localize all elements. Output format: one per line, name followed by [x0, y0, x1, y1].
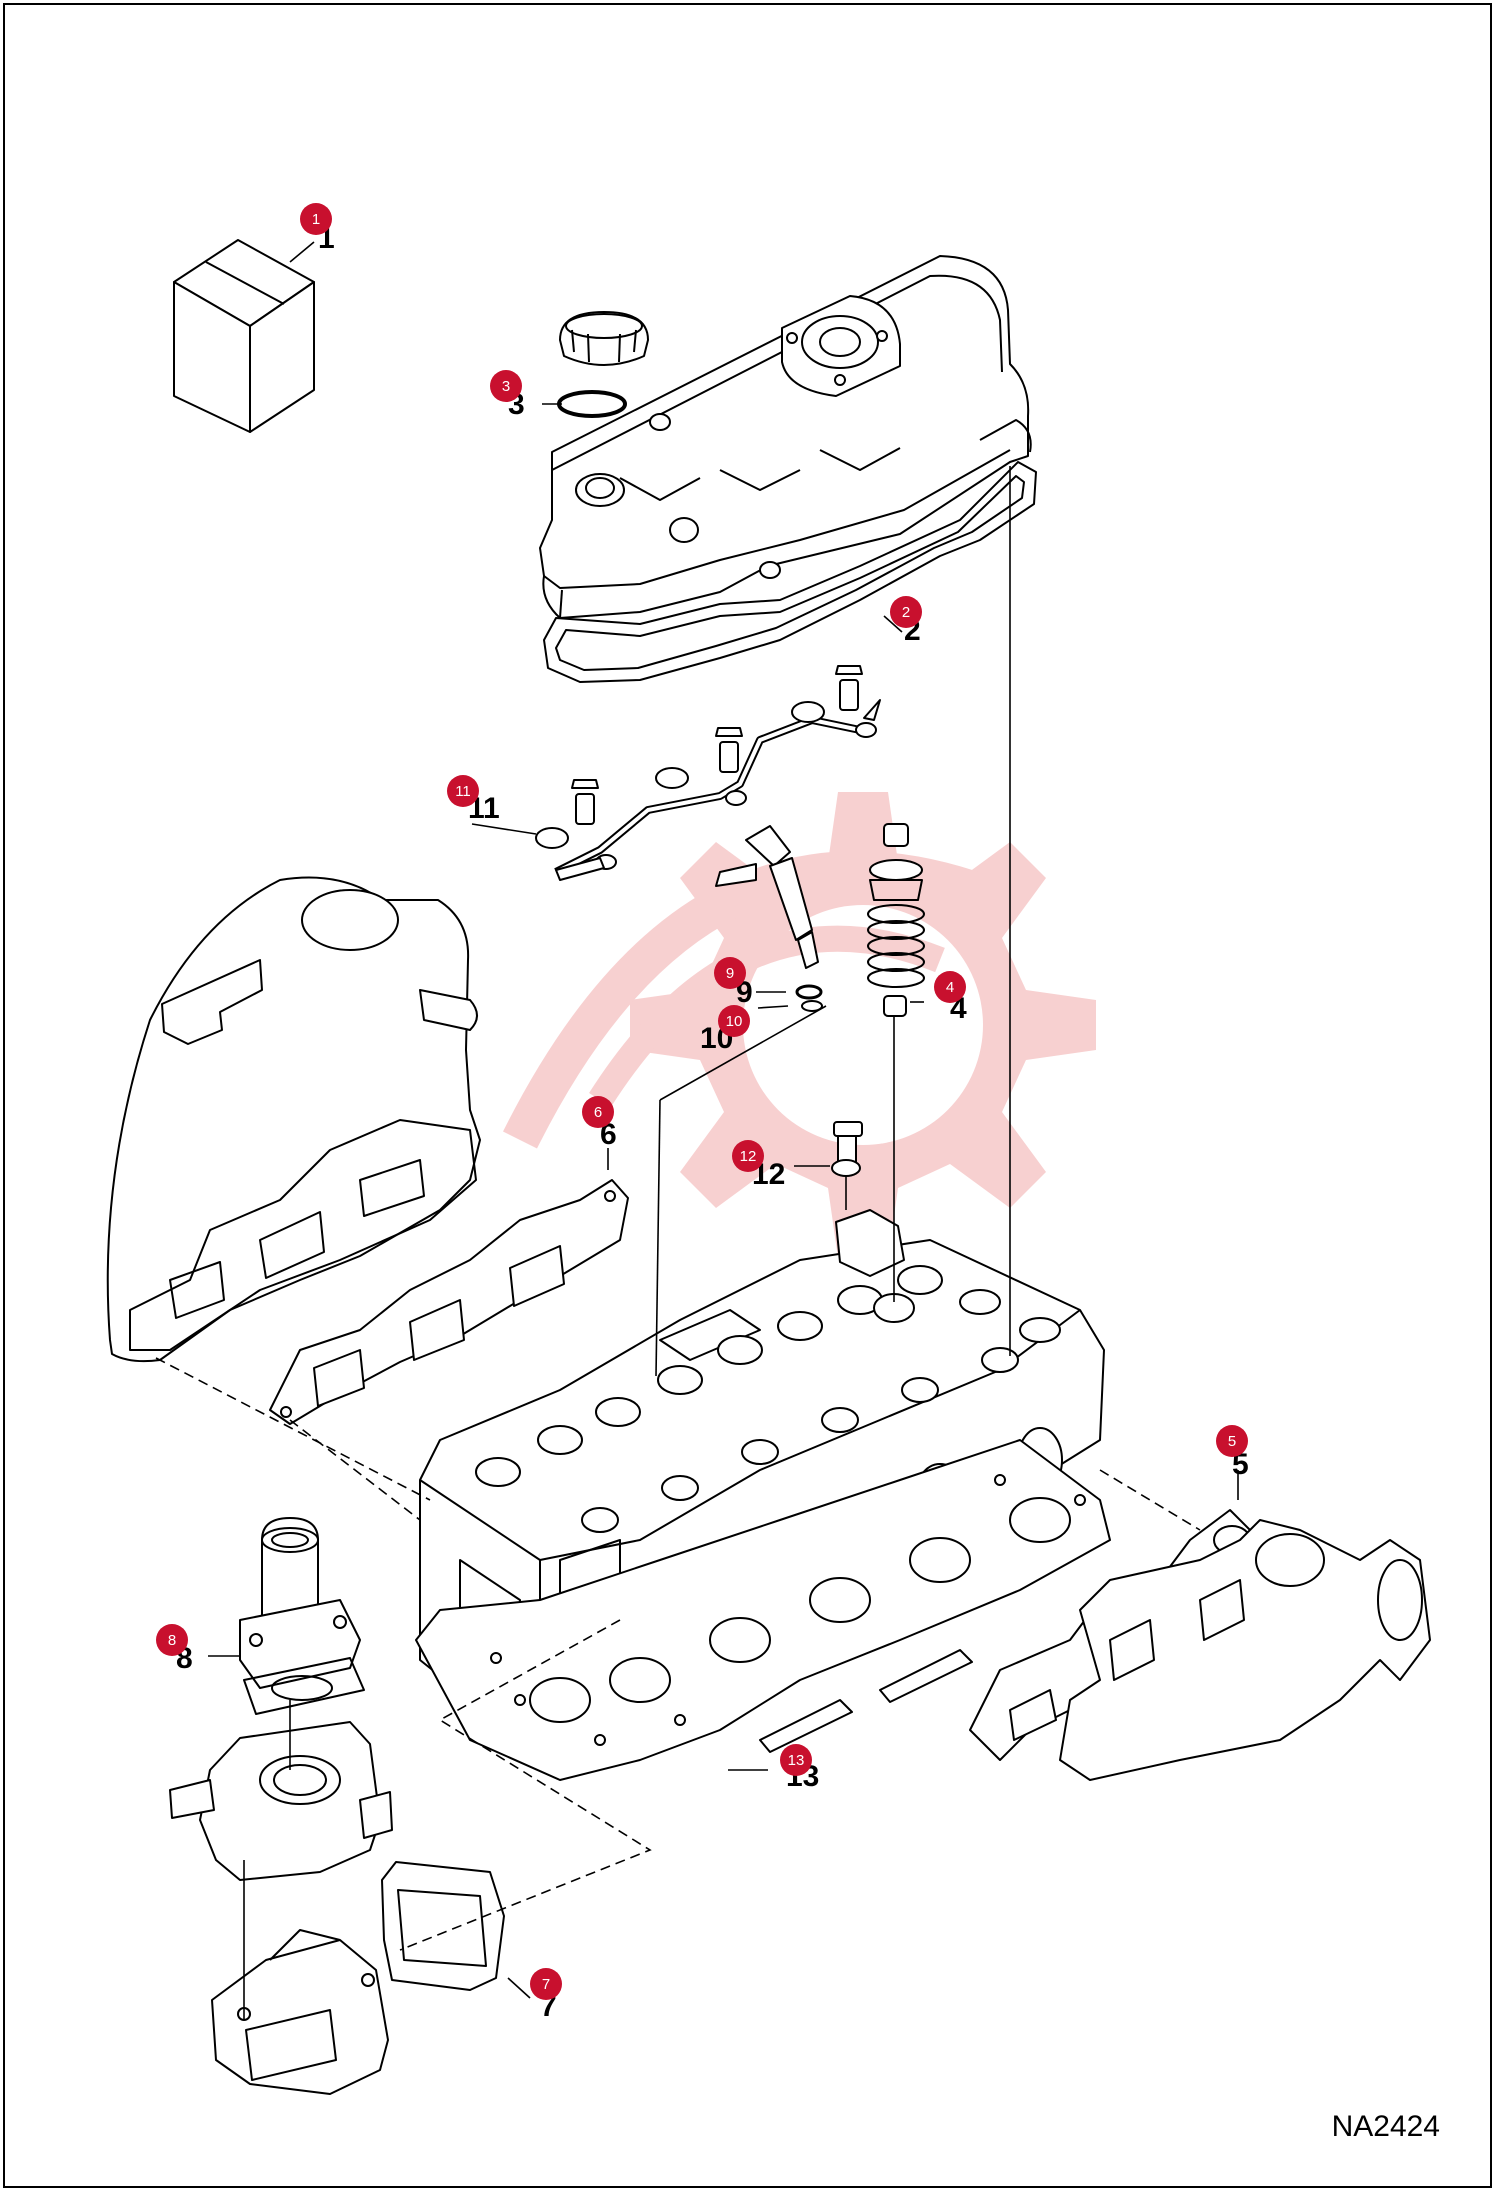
callout-badges: 1 2 3 4 5 6 7 8 9 10 11 12 13 [156, 203, 1248, 2000]
callout-9-dot [714, 957, 746, 989]
valve-cover-drawing [539, 255, 1032, 619]
callout-6-dot [582, 1096, 614, 1128]
valve-cover-gasket-drawing [543, 461, 1037, 683]
head-gasket-drawing [415, 1439, 1111, 1781]
oil-cap-o-ring [557, 390, 627, 418]
callout-3[interactable]: 3 [490, 370, 522, 402]
oil-cap-drawing [557, 311, 649, 418]
callout-4[interactable]: 4 [934, 971, 966, 1003]
exhaust-manifold-drawing [1059, 1519, 1431, 1781]
callout-12-dot [732, 1140, 764, 1172]
callout-8-dot [156, 1624, 188, 1656]
callout-10[interactable]: 10 [718, 1005, 750, 1037]
callout-7-dot [530, 1968, 562, 2000]
callout-10-dot [718, 1005, 750, 1037]
valve-spring-drawing [867, 823, 925, 1017]
guide-lines [155, 241, 1239, 2020]
intake-manifold-gasket-drawing [269, 1179, 629, 1425]
callout-3-label: 3 [502, 378, 510, 395]
callout-11-dot [447, 775, 479, 807]
intake-manifold-drawing [106, 876, 481, 1363]
callout-8[interactable]: 8 [156, 1624, 188, 1656]
callout-11[interactable]: 11 [447, 775, 479, 807]
callout-13[interactable]: 13 [780, 1744, 812, 1776]
watermark-arc-inner [589, 925, 945, 1107]
callout-1-label: 1 [312, 211, 320, 228]
callout-1-dot [300, 203, 332, 235]
callout-6[interactable]: 6 [582, 1096, 614, 1128]
callout-5[interactable]: 5 [1216, 1425, 1248, 1457]
callout-11-label: 11 [455, 783, 471, 800]
water-pump-housing-drawing [169, 1721, 393, 1881]
callout-13-dot [780, 1744, 812, 1776]
fuel-injector-drawing [715, 825, 823, 1012]
callout-7[interactable]: 7 [530, 1968, 562, 2000]
callout-7-label: 7 [542, 1976, 550, 1993]
callout-2-label: 2 [902, 604, 910, 621]
callout-10-label: 10 [726, 1013, 743, 1030]
callout-1[interactable]: 1 [300, 203, 332, 235]
callout-9[interactable]: 9 [714, 957, 746, 989]
callout-4-dot [934, 971, 966, 1003]
callout-9-label: 9 [726, 965, 734, 982]
callout-5-label: 5 [1228, 1433, 1236, 1450]
callout-6-label: 6 [594, 1104, 602, 1121]
callout-4-label: 4 [946, 979, 954, 996]
callout-12[interactable]: 12 [732, 1140, 764, 1172]
callout-5-dot [1216, 1425, 1248, 1457]
callout-3-dot [490, 370, 522, 402]
callout-2-dot [890, 596, 922, 628]
callout-13-label: 13 [788, 1752, 805, 1769]
page-border [3, 3, 1492, 2188]
callout-2[interactable]: 2 [890, 596, 922, 628]
diagram-id-label: NA2424 [1331, 2110, 1440, 2143]
fuel-return-lines-drawing [535, 665, 881, 881]
water-pump-gasket-drawing [381, 1861, 505, 1991]
water-flange-drawing [211, 1929, 389, 2095]
bolt-washer-drawing [831, 1121, 863, 1177]
thermostat-assembly-drawing [239, 1517, 365, 1715]
kit-box-drawing [173, 239, 315, 433]
callout-12-label: 12 [740, 1148, 757, 1165]
callout-8-label: 8 [168, 1632, 176, 1649]
